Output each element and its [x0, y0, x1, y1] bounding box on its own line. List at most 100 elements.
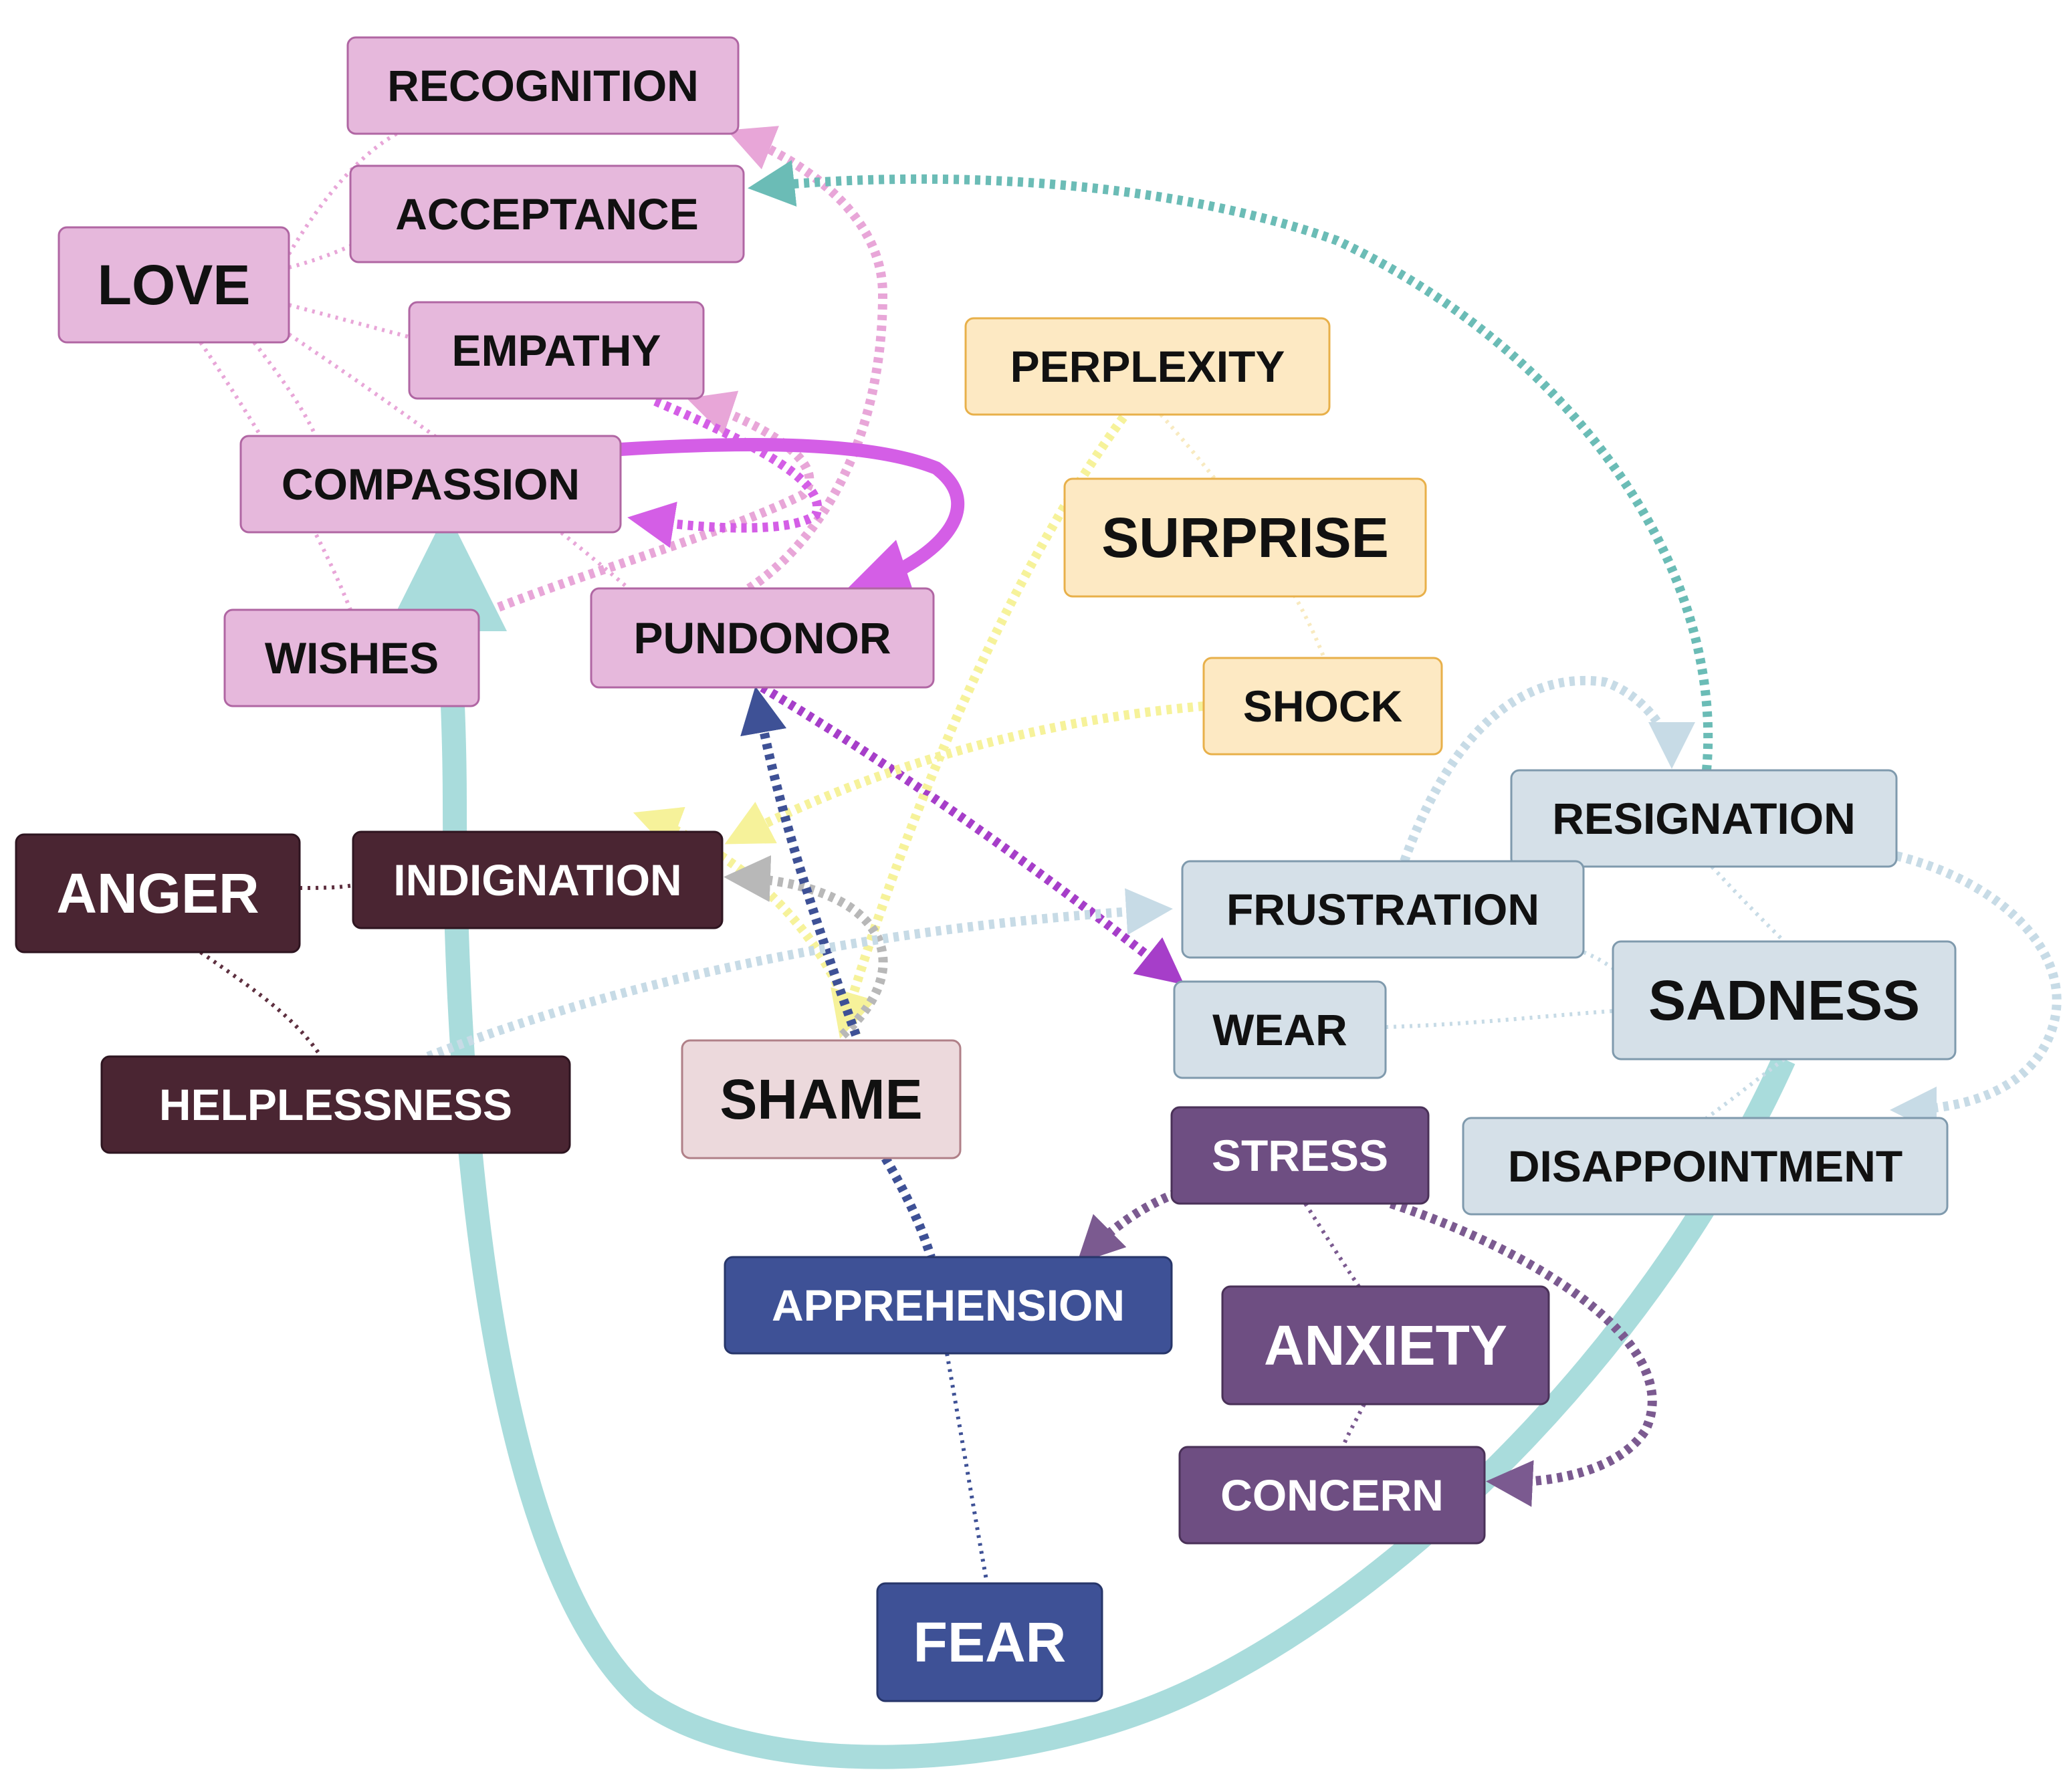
node-box-anxiety — [1221, 1285, 1550, 1406]
node-box-shock — [1202, 657, 1443, 756]
node-label-apprehension: APPREHENSION — [772, 1280, 1125, 1330]
node-box-compassion — [239, 435, 622, 534]
node-label-surprise: SURPRISE — [1101, 506, 1388, 569]
node-label-perplexity: PERPLEXITY — [1010, 342, 1285, 391]
node-box-indignation — [352, 830, 724, 929]
node-box-sadness — [1612, 940, 1957, 1060]
node-label-wishes: WISHES — [265, 633, 439, 683]
node-wear: WEAR — [1173, 980, 1387, 1079]
node-label-concern: CONCERN — [1220, 1470, 1444, 1520]
edge-love-acceptance — [288, 244, 352, 269]
node-label-disappointment: DISAPPOINTMENT — [1508, 1141, 1902, 1191]
edge-resignation-acceptance — [748, 160, 1713, 771]
node-recognition: RECOGNITION — [346, 36, 740, 135]
node-apprehension: APPREHENSION — [724, 1256, 1173, 1355]
node-box-wear — [1173, 980, 1387, 1079]
edge-anger-indignation — [299, 883, 354, 890]
node-label-anger: ANGER — [56, 862, 259, 925]
node-indignation: INDIGNATION — [352, 830, 724, 929]
node-frustration: FRUSTRATION — [1181, 860, 1585, 959]
node-shame: SHAME — [681, 1039, 962, 1159]
node-box-surprise — [1063, 477, 1427, 598]
node-label-shame: SHAME — [720, 1068, 922, 1131]
node-sadness: SADNESS — [1612, 940, 1957, 1060]
edge-resignation-sadness — [1710, 865, 1786, 943]
node-perplexity: PERPLEXITY — [964, 317, 1331, 416]
edge-pundonor-recognition — [727, 126, 888, 592]
node-wishes: WISHES — [223, 608, 480, 707]
edge-wear-sadness — [1385, 1009, 1614, 1029]
node-label-resignation: RESIGNATION — [1552, 794, 1855, 843]
node-label-sadness: SADNESS — [1648, 969, 1920, 1032]
edge-love-pundonor — [288, 332, 630, 590]
node-surprise: SURPRISE — [1063, 477, 1427, 598]
edge-compassion-loop — [620, 438, 965, 604]
nodes-layer: RECOGNITION ACCEPTANCE LOVE EMPATHY COMPASSI… — [15, 36, 1957, 1702]
node-acceptance: ACCEPTANCE — [349, 164, 745, 263]
node-disappointment: DISAPPOINTMENT — [1462, 1117, 1949, 1216]
node-box-empathy — [408, 301, 705, 400]
node-box-wishes — [223, 608, 480, 707]
edge-empathy-compassion — [627, 397, 823, 548]
edge-love-compassion — [252, 341, 318, 437]
node-helplessness: HELPLESSNESS — [100, 1055, 571, 1154]
node-love: LOVE — [58, 226, 290, 344]
node-box-concern — [1178, 1446, 1486, 1545]
node-box-acceptance — [349, 164, 745, 263]
node-box-recognition — [346, 36, 740, 135]
node-label-recognition: RECOGNITION — [387, 61, 699, 110]
node-box-resignation — [1510, 769, 1898, 868]
edge-stress-anxiety — [1303, 1202, 1361, 1288]
node-box-anger — [15, 833, 301, 954]
edge-frustration-resignation — [1400, 675, 1695, 863]
node-box-fear — [876, 1582, 1103, 1702]
edge-love-empathy — [288, 303, 410, 339]
node-box-shame — [681, 1039, 962, 1159]
node-box-apprehension — [724, 1256, 1173, 1355]
node-label-love: LOVE — [98, 253, 251, 316]
node-compassion: COMPASSION — [239, 435, 622, 534]
node-stress: STRESS — [1170, 1106, 1430, 1205]
edge-shame-apprehension — [881, 1155, 936, 1259]
edge-pundonor-wear — [760, 683, 1184, 985]
edge-shame-pundonor — [740, 686, 861, 1037]
node-shock: SHOCK — [1202, 657, 1443, 756]
node-pundonor: PUNDONOR — [590, 587, 935, 689]
node-label-compassion: COMPASSION — [282, 459, 580, 509]
edge-anxiety-concern — [1341, 1403, 1366, 1448]
node-box-helplessness — [100, 1055, 571, 1154]
edge-love-recognition — [287, 129, 403, 255]
node-anxiety: ANXIETY — [1221, 1285, 1550, 1406]
node-label-shock: SHOCK — [1243, 681, 1403, 731]
node-label-fear: FEAR — [913, 1611, 1067, 1674]
edge-helplessness-frustration — [426, 888, 1173, 1061]
edge-frustration-sadness — [1582, 950, 1614, 970]
node-label-pundonor: PUNDONOR — [633, 613, 891, 663]
node-concern: CONCERN — [1178, 1446, 1486, 1545]
node-label-stress: STRESS — [1212, 1131, 1388, 1180]
node-fear: FEAR — [876, 1582, 1103, 1702]
edge-stress-apprehension — [1077, 1188, 1179, 1264]
node-box-frustration — [1181, 860, 1585, 959]
edge-sadness-disappointment — [1705, 1057, 1785, 1120]
node-label-empathy: EMPATHY — [452, 326, 661, 375]
node-anger: ANGER — [15, 833, 301, 954]
edge-anger-helplessness — [199, 950, 323, 1058]
node-label-acceptance: ACCEPTANCE — [395, 189, 698, 239]
edge-perplexity-surprise — [1159, 413, 1326, 659]
node-box-stress — [1170, 1106, 1430, 1205]
node-box-pundonor — [590, 587, 935, 689]
node-box-perplexity — [964, 317, 1331, 416]
node-label-frustration: FRUSTRATION — [1226, 885, 1539, 934]
node-box-love — [58, 226, 290, 344]
edge-shame-indignation-gray — [724, 855, 888, 1039]
edge-resignation-disappointment — [1890, 851, 2062, 1133]
node-label-anxiety: ANXIETY — [1264, 1314, 1507, 1377]
node-resignation: RESIGNATION — [1510, 769, 1898, 868]
node-label-wear: WEAR — [1212, 1005, 1347, 1054]
node-box-disappointment — [1462, 1117, 1949, 1216]
node-label-helplessness: HELPLESSNESS — [159, 1080, 512, 1129]
node-empathy: EMPATHY — [408, 301, 705, 400]
edge-shock-indignation — [724, 701, 1204, 845]
